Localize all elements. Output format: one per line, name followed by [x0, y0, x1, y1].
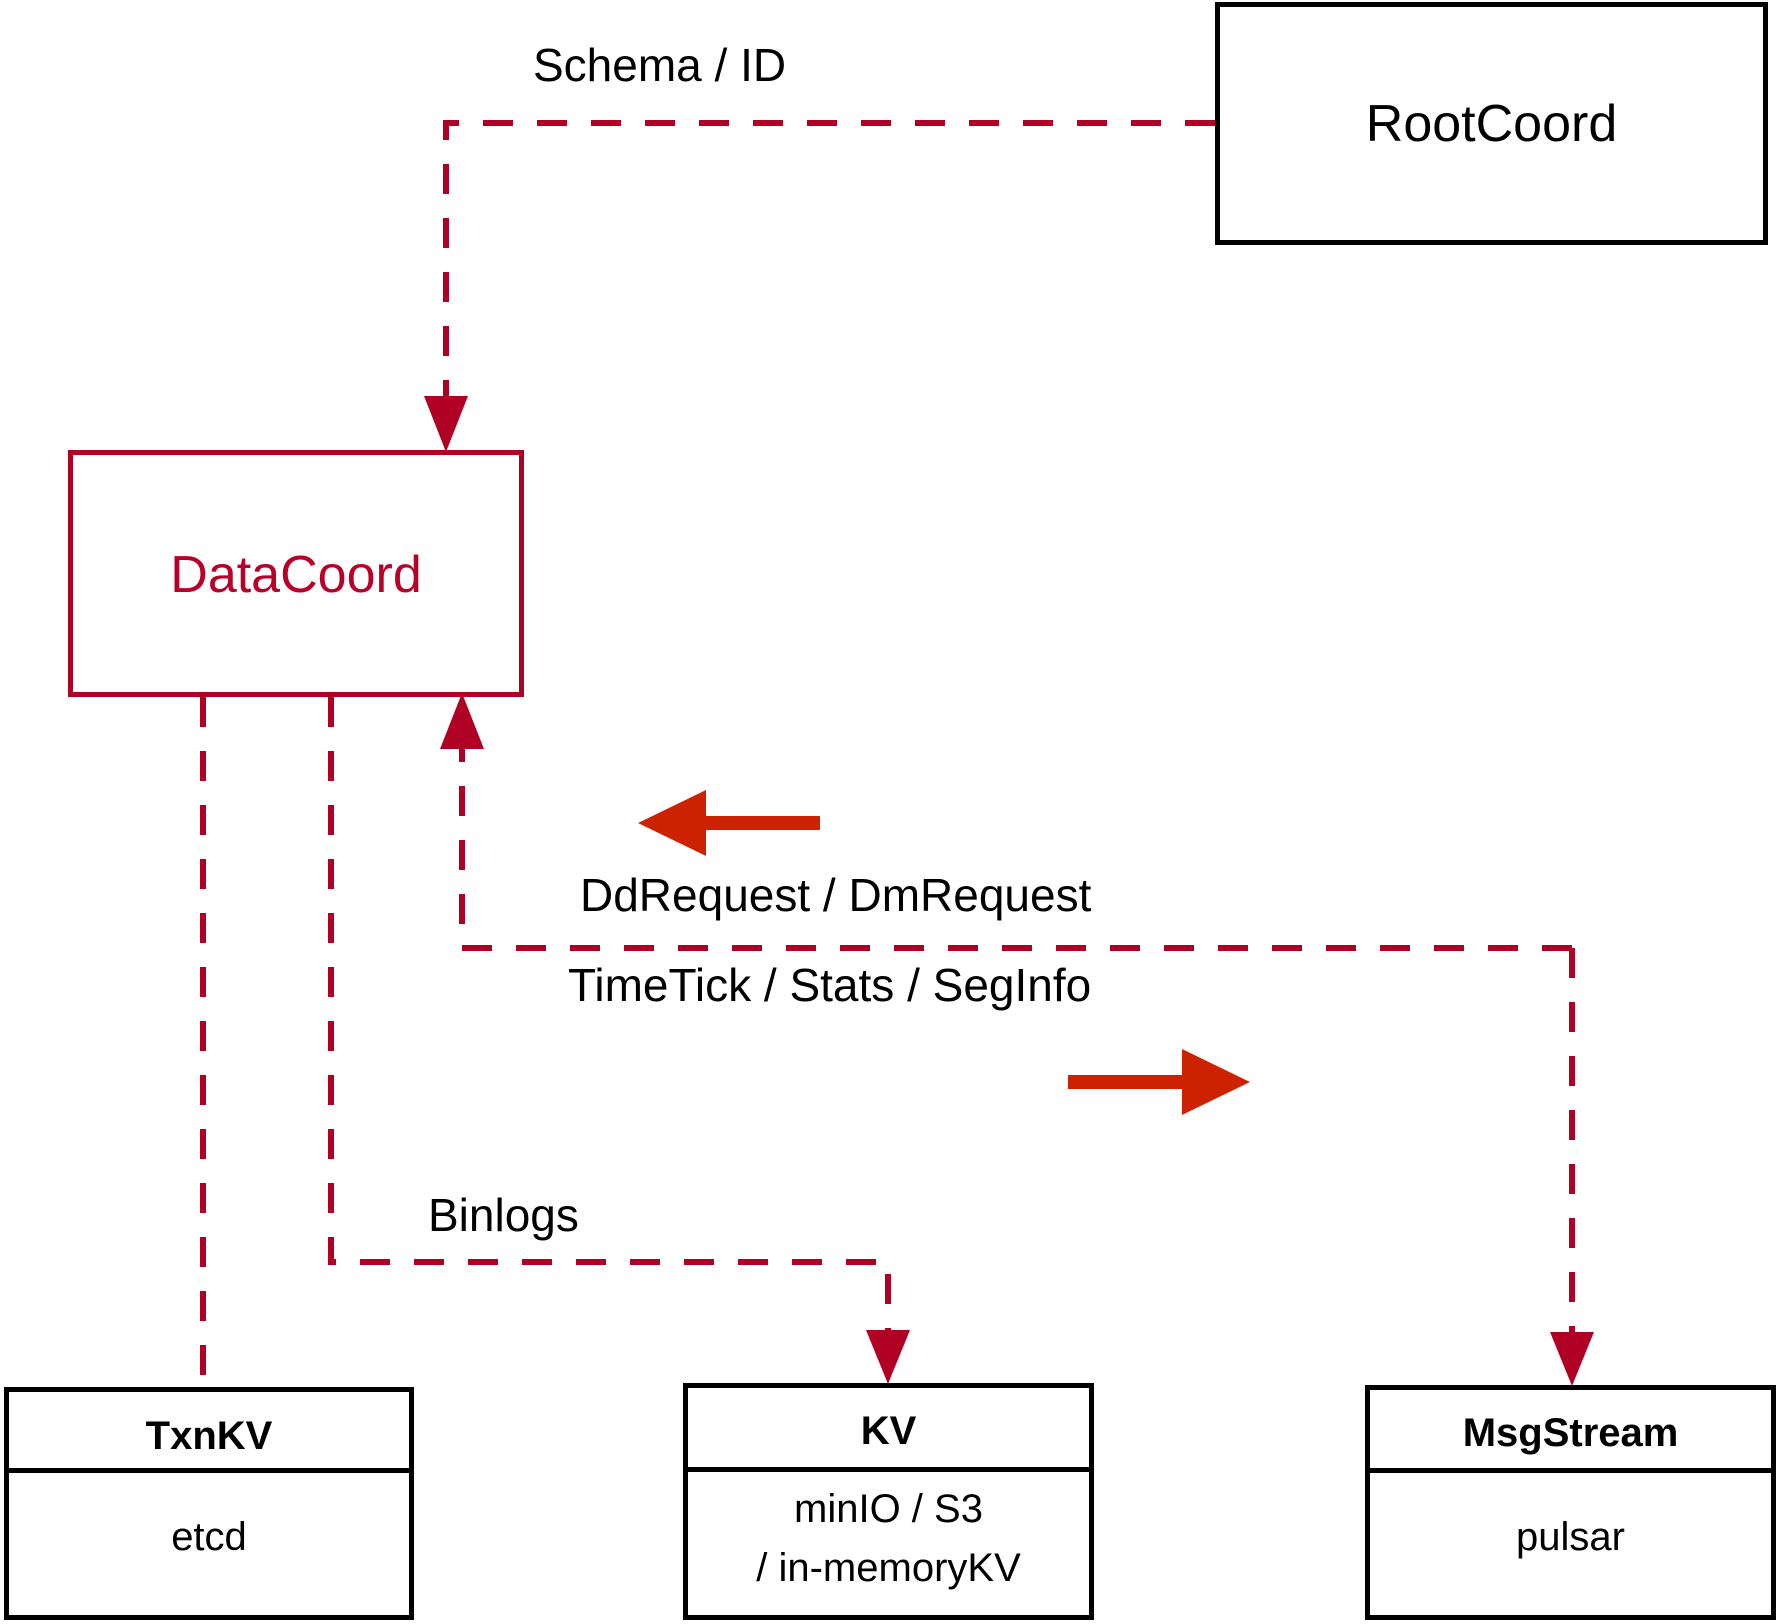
- arrowhead-up-datacoord: [440, 693, 484, 749]
- edge-rootcoord-to-datacoord: [424, 120, 1215, 452]
- node-txnkv-divider: [9, 1468, 409, 1473]
- node-datacoord-label: DataCoord: [170, 546, 422, 604]
- node-rootcoord-label: RootCoord: [1365, 95, 1618, 153]
- arrowhead-down-datacoord: [424, 396, 468, 452]
- node-msgstream-divider: [1370, 1468, 1771, 1473]
- node-txnkv[interactable]: TxnKV etcd: [4, 1387, 414, 1620]
- edge-label-schema-id: Schema / ID: [533, 39, 787, 91]
- node-kv-divider: [688, 1467, 1089, 1472]
- arrowhead-down-msgstream: [1550, 1332, 1594, 1386]
- node-msgstream-title: MsgStream: [1462, 1411, 1679, 1455]
- node-msgstream-sub-0: pulsar: [1516, 1515, 1625, 1559]
- node-kv[interactable]: KV minIO / S3 / in-memoryKV: [683, 1383, 1094, 1620]
- edge-label-dd-dm-request: DdRequest / DmRequest: [580, 869, 1092, 921]
- inbound-arrow-icon: [638, 790, 820, 856]
- edge-datacoord-to-kv: [328, 697, 910, 1384]
- edge-label-timetick-stats-seginfo: TimeTick / Stats / SegInfo: [568, 959, 1092, 1011]
- outbound-arrow-icon: [1068, 1049, 1250, 1115]
- node-kv-sub-0: minIO / S3: [794, 1487, 983, 1531]
- node-msgstream[interactable]: MsgStream pulsar: [1365, 1385, 1776, 1620]
- arrowhead-down-kv: [866, 1330, 910, 1384]
- edge-datacoord-to-msgstream: [1550, 948, 1594, 1386]
- node-kv-title: KV: [860, 1409, 917, 1453]
- node-rootcoord[interactable]: RootCoord: [1215, 2, 1768, 245]
- edge-label-binlogs: Binlogs: [428, 1189, 579, 1241]
- node-txnkv-title: TxnKV: [145, 1414, 273, 1458]
- node-kv-sub-1: / in-memoryKV: [756, 1546, 1021, 1590]
- node-txnkv-sub-0: etcd: [171, 1515, 247, 1559]
- node-datacoord[interactable]: DataCoord: [68, 450, 524, 697]
